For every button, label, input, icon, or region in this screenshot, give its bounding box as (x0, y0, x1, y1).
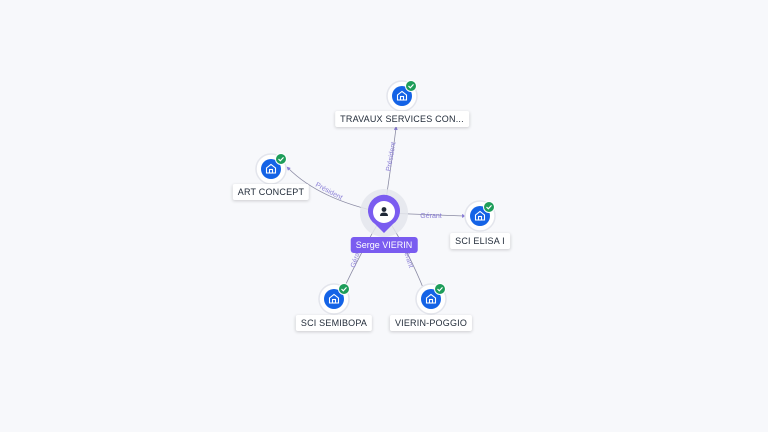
company-label[interactable]: SCI ELISA I (450, 233, 510, 249)
building-icon (474, 210, 486, 221)
building-icon (328, 293, 340, 304)
person-icon (380, 207, 388, 216)
company-label[interactable]: ART CONCEPT (232, 184, 310, 200)
check-icon (483, 201, 495, 213)
person-node[interactable] (360, 189, 408, 237)
edge-label: Gérant (420, 213, 441, 220)
company-node[interactable] (415, 283, 447, 315)
check-icon (275, 153, 287, 165)
company-node[interactable] (464, 200, 496, 232)
building-icon (396, 90, 408, 101)
building-icon (265, 163, 277, 174)
check-icon (434, 283, 446, 295)
company-label[interactable]: TRAVAUX SERVICES CON... (335, 111, 469, 127)
edge-label: Président (386, 142, 398, 172)
company-label[interactable]: VIERIN-POGGIO (389, 315, 473, 331)
company-label[interactable]: SCI SEMIBOPA (295, 315, 373, 331)
check-icon (405, 80, 417, 92)
building-icon (425, 293, 437, 304)
company-node[interactable] (318, 283, 350, 315)
edge-label: Président (314, 182, 343, 202)
person-label[interactable]: Serge VIERIN (350, 237, 418, 253)
company-node[interactable] (386, 80, 418, 112)
check-icon (338, 283, 350, 295)
company-node[interactable] (255, 153, 287, 185)
